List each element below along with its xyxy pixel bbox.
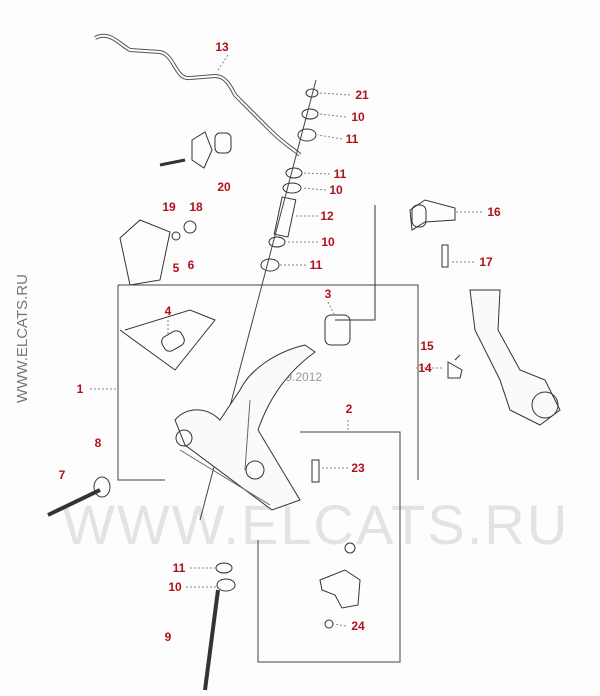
lower-arm (174, 344, 316, 511)
part-label[interactable]: 18 (189, 200, 203, 214)
part-label[interactable]: 8 (94, 436, 102, 450)
part-label[interactable]: 10 (321, 235, 335, 249)
part-label[interactable]: 13 (215, 40, 229, 54)
part-label[interactable]: 11 (333, 167, 347, 181)
part-label[interactable]: 7 (58, 468, 66, 482)
part-label[interactable]: 19 (162, 200, 176, 214)
part-label[interactable]: 12 (320, 209, 334, 223)
part-label[interactable]: 20 (217, 180, 231, 194)
part-label[interactable]: 14 (418, 361, 432, 375)
part-label[interactable]: 21 (355, 88, 369, 102)
part-label[interactable]: 10 (168, 580, 182, 594)
part-label[interactable]: 17 (479, 255, 493, 269)
part-label[interactable]: 11 (309, 258, 323, 272)
part-label[interactable]: 15 (420, 339, 434, 353)
part-label[interactable]: 6 (187, 258, 195, 272)
part-label[interactable]: 10 (351, 110, 365, 124)
part-label[interactable]: 23 (351, 461, 365, 475)
part-label[interactable]: 9 (164, 630, 172, 644)
part-label[interactable]: 4 (164, 304, 172, 318)
part-label[interactable]: 16 (487, 205, 501, 219)
part-label[interactable]: 11 (345, 132, 359, 146)
part-label[interactable]: 10 (329, 183, 343, 197)
part-label[interactable]: 1 (76, 382, 84, 396)
part-label[interactable]: 2 (345, 402, 353, 416)
watermark: WWW.ELCATS.RU (62, 493, 570, 556)
part-label[interactable]: 24 (351, 619, 365, 633)
part-label[interactable]: 5 (172, 261, 180, 275)
part-label[interactable]: 3 (324, 287, 332, 301)
part-label[interactable]: 11 (172, 561, 186, 575)
